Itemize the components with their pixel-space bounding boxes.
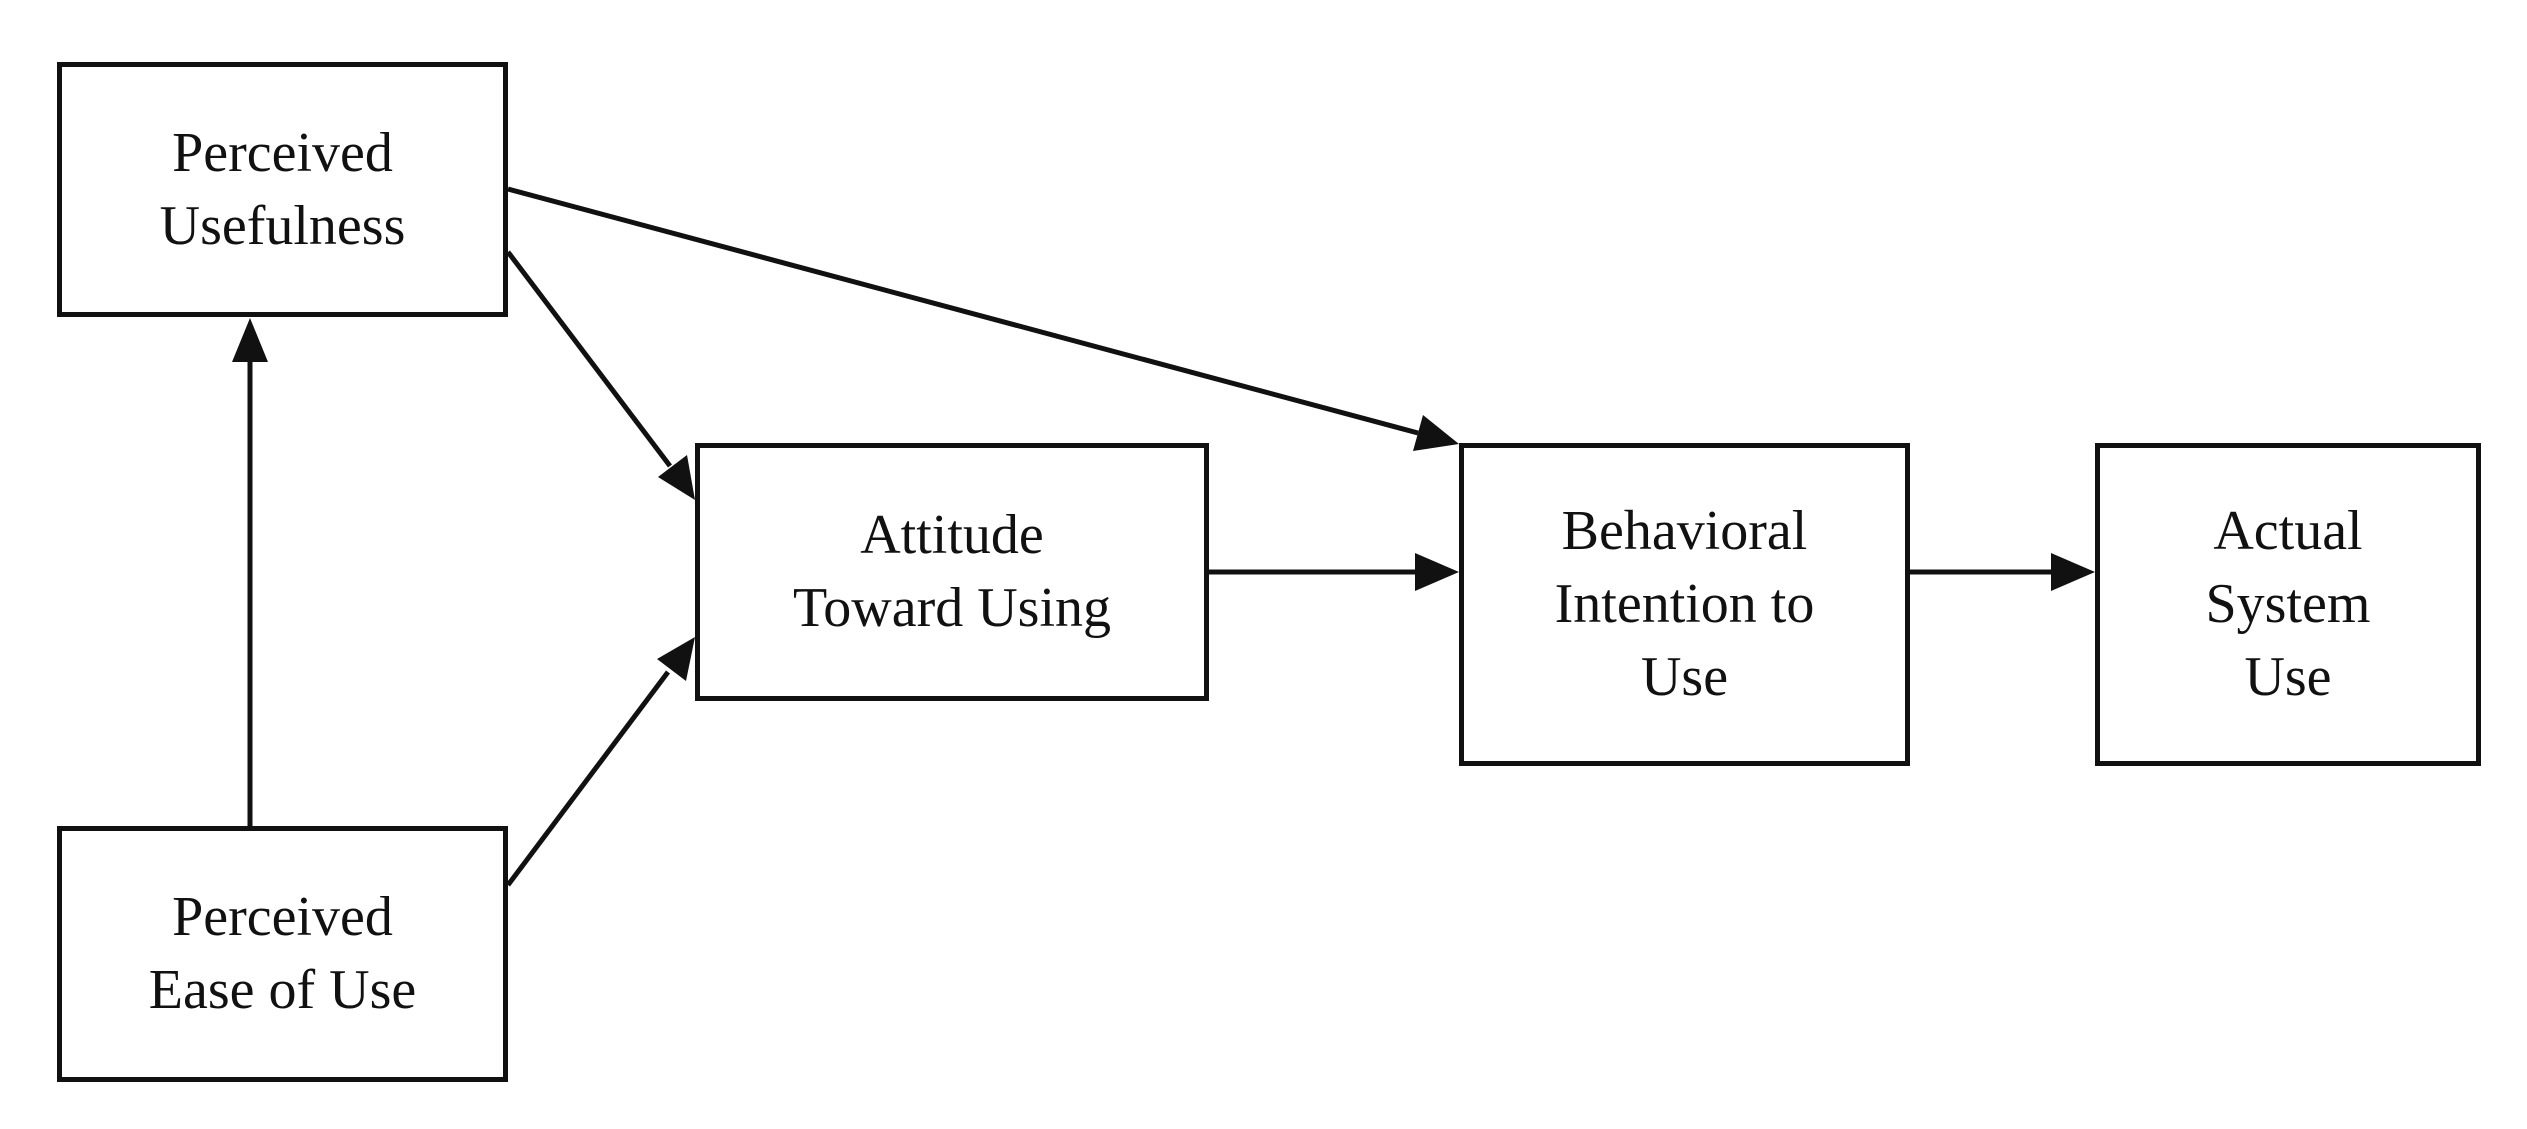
edge-pu-to-att bbox=[506, 250, 695, 500]
perceived-usefulness-node: Perceived Usefulness bbox=[57, 62, 508, 317]
actual-system-use-label: Actual System Use bbox=[2205, 500, 2371, 708]
edge-bi-to-asu bbox=[1910, 553, 2095, 591]
behavioral-intention-label: Behavioral Intention to Use bbox=[1554, 500, 1815, 708]
attitude-toward-using-node: Attitude Toward Using bbox=[695, 443, 1209, 701]
edge-peou-to-pu bbox=[232, 318, 268, 826]
actual-system-use-node: Actual System Use bbox=[2095, 443, 2481, 766]
perceived-usefulness-label: Perceived Usefulness bbox=[159, 121, 406, 257]
edge-peou-to-att bbox=[506, 637, 695, 887]
edge-att-to-bi bbox=[1209, 553, 1459, 591]
attitude-toward-using-label: Attitude Toward Using bbox=[792, 504, 1112, 639]
behavioral-intention-node: Behavioral Intention to Use bbox=[1459, 443, 1910, 766]
edge-pu-to-bi bbox=[507, 186, 1459, 451]
perceived-ease-of-use-label: Perceived Ease of Use bbox=[148, 886, 417, 1021]
perceived-ease-of-use-node: Perceived Ease of Use bbox=[57, 826, 508, 1082]
